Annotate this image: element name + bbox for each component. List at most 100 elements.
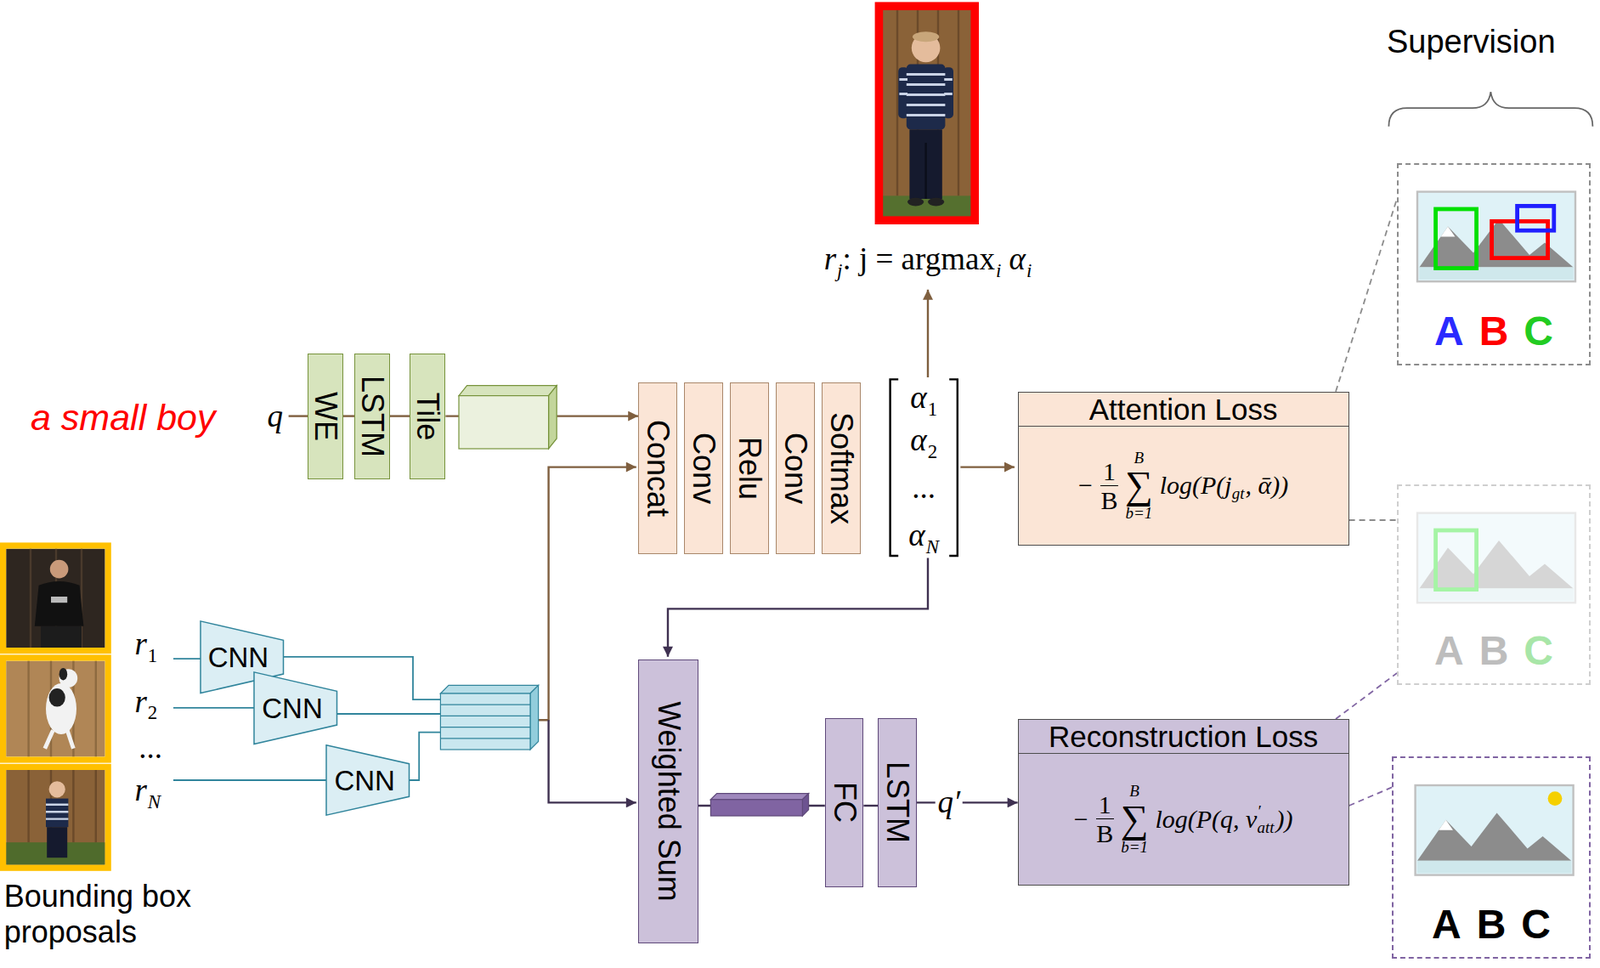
scene-picture [1415, 785, 1574, 876]
region-label: rN [134, 772, 161, 809]
box-green [1436, 209, 1477, 269]
connector [916, 801, 1018, 803]
shirt-stripes [898, 74, 952, 116]
box-blue [1517, 205, 1555, 231]
input-line [173, 706, 255, 709]
cnn-trapezoid: CNN [253, 671, 339, 745]
bbox-letter: C [1520, 904, 1551, 945]
feature-line [407, 732, 441, 781]
formula-term: − [1074, 804, 1089, 834]
query-line [288, 414, 309, 417]
formula-term: ∑ [1120, 799, 1149, 839]
region-label: ... [138, 729, 163, 766]
formula: −1BB∑b=1log(P(q, v′att)) [1074, 782, 1294, 856]
formula-group: B∑b=1 [1125, 449, 1154, 523]
sun [1548, 791, 1563, 806]
mountains [1417, 812, 1572, 860]
selection-frame [878, 5, 975, 221]
layer-label: LSTM [881, 761, 913, 843]
bbox-letter: B [1479, 630, 1510, 672]
bbox-letter: A [1434, 630, 1465, 672]
tensor-top [458, 385, 557, 396]
mountains [1419, 540, 1573, 588]
label-text: Bounding box proposals [4, 878, 192, 949]
label-text: : j = argmax [842, 241, 995, 277]
brace [1388, 91, 1593, 127]
formula-group: 1B [1100, 457, 1119, 515]
label-text: 2 [147, 701, 158, 724]
mountains [1419, 219, 1573, 267]
flow-arrow [548, 719, 637, 803]
boy-pants [46, 826, 68, 858]
faded-picture [1417, 513, 1576, 604]
person-head [50, 559, 69, 579]
connector [1335, 672, 1397, 719]
label-text: i [995, 259, 1001, 281]
label-text: i [1026, 259, 1032, 281]
leg-gap [924, 142, 927, 199]
formula-term: , ᾱ)) [1244, 470, 1289, 500]
photo-ground [5, 769, 105, 866]
vector-entry: α2 [910, 422, 938, 459]
formula-term: ∑ [1125, 465, 1154, 505]
formula-group: 1B [1096, 790, 1114, 848]
person-legs [40, 626, 82, 648]
flow-arrow [667, 557, 928, 656]
layer-box: Tile [409, 353, 446, 480]
formula-term: gt [1232, 484, 1245, 504]
label-text: a small boy [30, 396, 215, 438]
vector-bracket [949, 378, 958, 556]
formula-term: b=1 [1120, 838, 1148, 856]
formula-term: B [1096, 819, 1114, 848]
input-line [173, 657, 201, 660]
label-text: Supervision [1386, 24, 1556, 61]
math-label: q [266, 397, 283, 435]
vector-entry: α1 [910, 379, 938, 417]
label-text: α [910, 422, 927, 458]
snow-cap [1438, 819, 1454, 831]
heading-text: Supervision [1386, 24, 1556, 63]
photo-ground [5, 548, 105, 648]
bar-top [710, 793, 809, 800]
bbox-letter: A [1434, 310, 1465, 352]
stack-top [440, 684, 538, 694]
label-text: ... [911, 469, 936, 504]
edge-label: q′ [935, 785, 964, 820]
layer-box: LSTM [354, 353, 391, 480]
bar-front [710, 799, 803, 816]
boy-hair [912, 31, 939, 42]
formula-term: att [1256, 819, 1274, 836]
bar-side [802, 793, 809, 816]
dog-body [45, 683, 77, 735]
query-text: a small boy [30, 396, 215, 439]
layer-label: Concat [642, 419, 673, 517]
photo-ground [5, 661, 105, 758]
formula-group: ′att [1256, 802, 1274, 836]
layer-label: FC [829, 781, 860, 823]
layer-label: Conv [688, 432, 719, 504]
region-label: r1 [134, 626, 158, 663]
scene-picture [1417, 192, 1576, 283]
supervision-panel: ABC [1391, 756, 1591, 959]
boy-head [49, 780, 66, 798]
cnn-label: CNN [261, 693, 323, 722]
formula-term: B [1134, 449, 1145, 467]
label-text: j [836, 259, 843, 281]
formula-term: log(P(j [1159, 470, 1233, 500]
layer-box: Conv [775, 382, 815, 555]
loss-box: Attention Loss−1BB∑b=1log(P(jgt, ᾱ)) [1017, 391, 1350, 546]
flow-arrow [538, 467, 637, 721]
proposal-frame [3, 766, 109, 868]
stack-front [440, 693, 531, 750]
dog-ear [59, 667, 68, 680]
boy-pants [909, 129, 942, 199]
letter-row: ABC [1424, 904, 1559, 945]
label-text: α [910, 379, 927, 415]
letter-row: ABC [1426, 310, 1561, 352]
connector [343, 414, 355, 417]
label-text: 2 [927, 440, 938, 463]
layer-box: Concat [638, 382, 678, 555]
formula-term: ′ [1256, 802, 1261, 820]
